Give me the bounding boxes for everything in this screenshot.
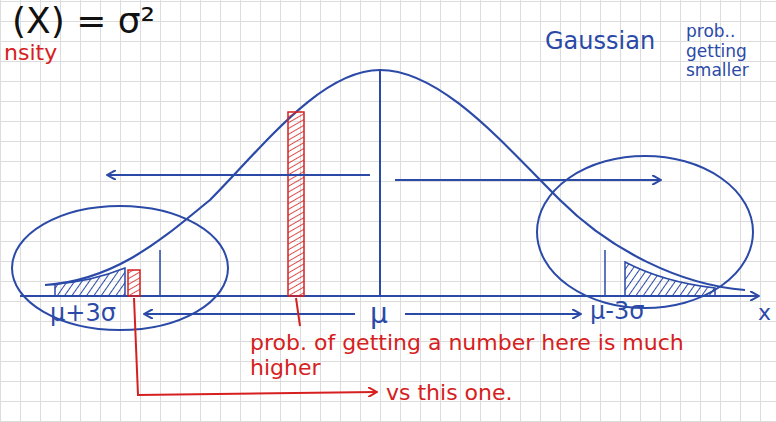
direction-arrow <box>145 313 355 315</box>
note-label: prob.. getting smaller <box>686 22 772 81</box>
center-slice <box>288 112 304 296</box>
direction-arrow <box>405 313 580 315</box>
axis-label: μ-3σ <box>590 298 644 326</box>
note-label: nsity <box>4 40 57 65</box>
right-tail <box>625 262 715 296</box>
tail-circle <box>12 206 228 330</box>
axis-label: μ+3σ <box>50 300 116 328</box>
pointer-line <box>296 298 300 326</box>
gaussian-curve <box>45 70 745 290</box>
note-label: prob. of getting a number here is much h… <box>250 330 750 381</box>
title-label: Gaussian <box>545 28 655 56</box>
formula-label: (X) = σ² <box>12 0 155 41</box>
tick <box>159 250 161 296</box>
tail-slice <box>128 270 140 296</box>
axis-label: μ <box>370 298 388 330</box>
mean-line <box>379 70 381 296</box>
direction-arrow <box>108 174 370 176</box>
axis-label: x <box>758 300 771 325</box>
note-label: vs this one. <box>386 380 513 405</box>
tick <box>604 250 606 296</box>
direction-arrow <box>395 179 660 181</box>
tail-circle <box>537 156 753 308</box>
